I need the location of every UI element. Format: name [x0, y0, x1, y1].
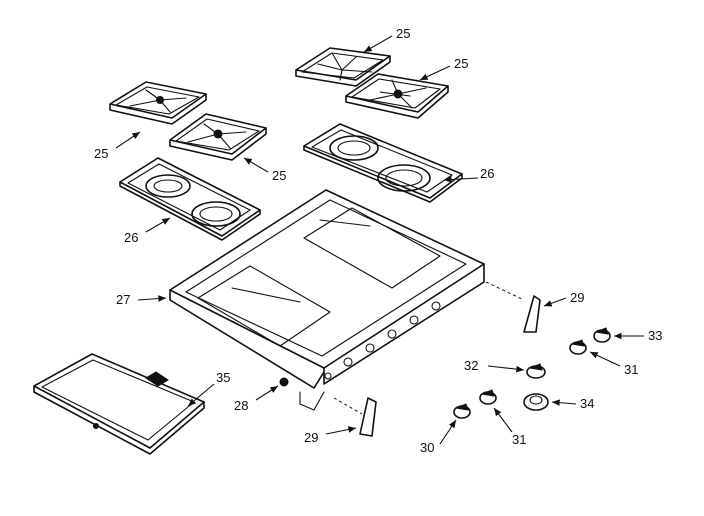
knob-bezel	[523, 393, 549, 411]
leader-lines	[115, 35, 644, 445]
callout-32: 32	[464, 358, 478, 373]
callout-31-right: 31	[624, 362, 638, 377]
callout-25-left-a: 25	[94, 146, 108, 161]
callout-33: 33	[648, 328, 662, 343]
callout-29-right: 29	[570, 290, 584, 305]
callout-35: 35	[216, 370, 230, 385]
side-trim-left	[333, 397, 377, 437]
burner-box-left	[119, 157, 261, 241]
knob-center-bottom	[479, 389, 497, 405]
callout-25-left-b: 25	[272, 168, 286, 183]
callout-26-right: 26	[480, 166, 494, 181]
callout-labels: 25 25 25 25 26 26 27 29 33 31 32 34 31 3…	[94, 26, 662, 455]
burner-box-right	[303, 123, 463, 203]
callout-26-left: 26	[124, 230, 138, 245]
knob-center-top	[526, 363, 546, 379]
callout-34: 34	[580, 396, 594, 411]
grate-left-b	[169, 113, 267, 161]
callout-29-left: 29	[304, 430, 318, 445]
callout-25-top-a: 25	[396, 26, 410, 41]
callout-30: 30	[420, 440, 434, 455]
knob-right-mid	[569, 339, 587, 355]
grate-top-right-a	[295, 47, 391, 87]
cooktop-frame	[169, 189, 485, 411]
knob-left-bottom	[453, 403, 471, 419]
knob-right-top	[593, 327, 611, 343]
callout-31-center: 31	[512, 432, 526, 447]
callout-27: 27	[116, 292, 130, 307]
callout-28: 28	[234, 398, 248, 413]
screw	[279, 377, 289, 387]
grate-top-right-b	[345, 73, 449, 119]
side-trim-right	[485, 281, 541, 333]
callout-25-top-b: 25	[454, 56, 468, 71]
grate-left-a	[109, 81, 207, 125]
drip-tray	[33, 353, 205, 455]
